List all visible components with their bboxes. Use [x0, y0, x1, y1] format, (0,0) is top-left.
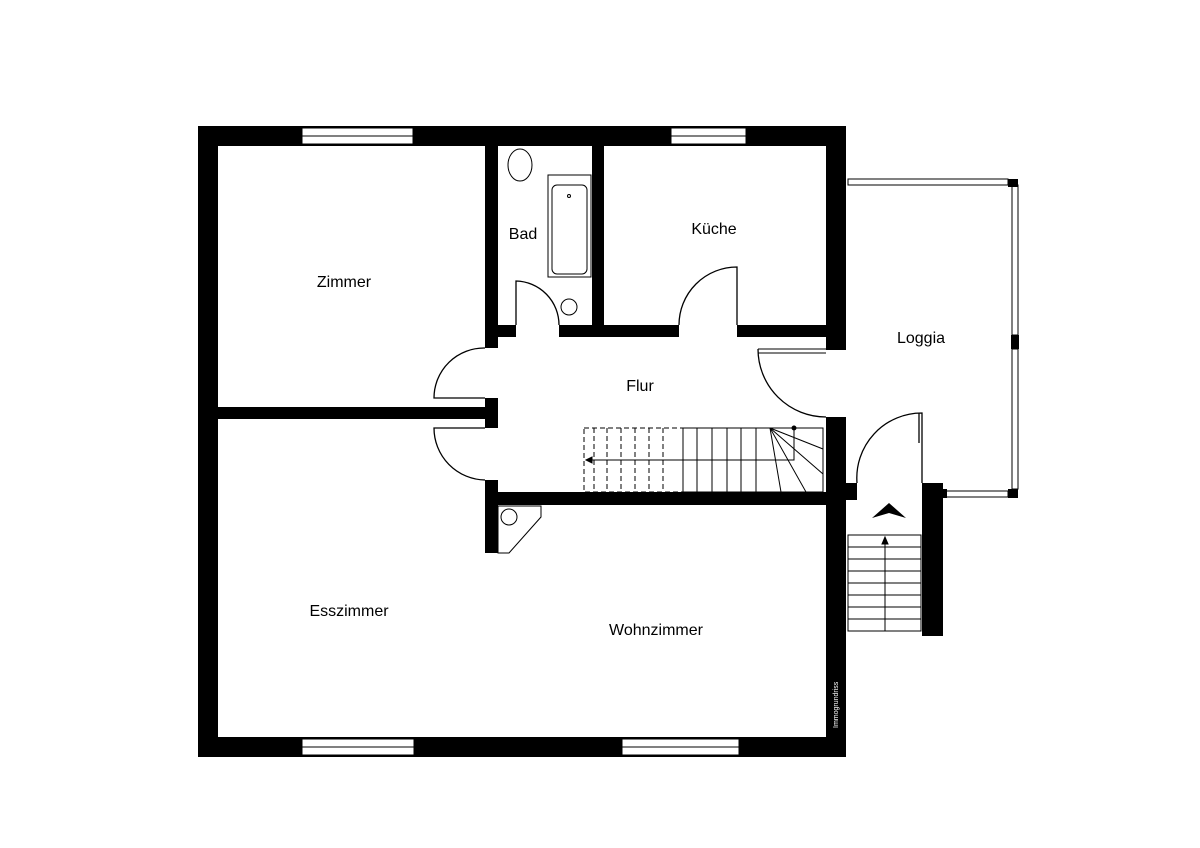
- wall-kueche-flur: [737, 325, 826, 337]
- corner-stove: [497, 505, 542, 554]
- entrance-arrow-icon: [872, 503, 906, 518]
- room-label-wohnzimmer: Wohnzimmer: [609, 622, 704, 639]
- watermark: Immogrundriss: [833, 681, 840, 728]
- loggia: [758, 178, 1019, 498]
- wall-bad-flur-b: [559, 325, 679, 337]
- door-zimmer: [433, 347, 486, 399]
- entry-stairs: [847, 503, 922, 632]
- wall-flur-stub: [485, 398, 498, 428]
- wall-right-stub: [846, 483, 857, 500]
- wall-right-upper: [826, 126, 846, 350]
- bathtub-icon: [551, 184, 588, 275]
- wall-bad-flur-a: [498, 325, 516, 337]
- room-label-loggia: Loggia: [897, 330, 945, 347]
- wall-zimmer-esszimmer: [218, 407, 485, 419]
- bathroom-fixtures: [507, 148, 592, 316]
- toilet-icon: [507, 148, 533, 182]
- wall-right-lower: [826, 500, 846, 757]
- wall-top: [198, 126, 846, 146]
- door-esszimmer: [433, 427, 486, 481]
- sink-icon: [560, 298, 578, 316]
- wall-ess-wohn-stub: [485, 480, 498, 553]
- door-bad: [515, 280, 560, 326]
- room-label-zimmer: Zimmer: [317, 274, 372, 291]
- walls: [198, 126, 943, 757]
- interior-stairs: [583, 425, 824, 493]
- wall-bad-left: [485, 146, 498, 348]
- door-entry: [856, 412, 923, 484]
- wall-bad-kueche: [592, 146, 604, 337]
- wall-left: [198, 126, 218, 757]
- windows: [301, 127, 747, 756]
- room-label-flur: Flur: [626, 378, 654, 395]
- doors: [433, 266, 923, 484]
- wall-flur-bottom: [485, 492, 826, 505]
- wall-bottom: [198, 737, 846, 757]
- wall-entry: [922, 483, 943, 636]
- room-label-esszimmer: Esszimmer: [309, 603, 389, 620]
- room-label-bad: Bad: [509, 226, 537, 243]
- door-kueche: [678, 266, 738, 326]
- door-loggia: [757, 348, 827, 418]
- room-label-kueche: Küche: [691, 221, 736, 238]
- wall-right-mid: [826, 417, 846, 500]
